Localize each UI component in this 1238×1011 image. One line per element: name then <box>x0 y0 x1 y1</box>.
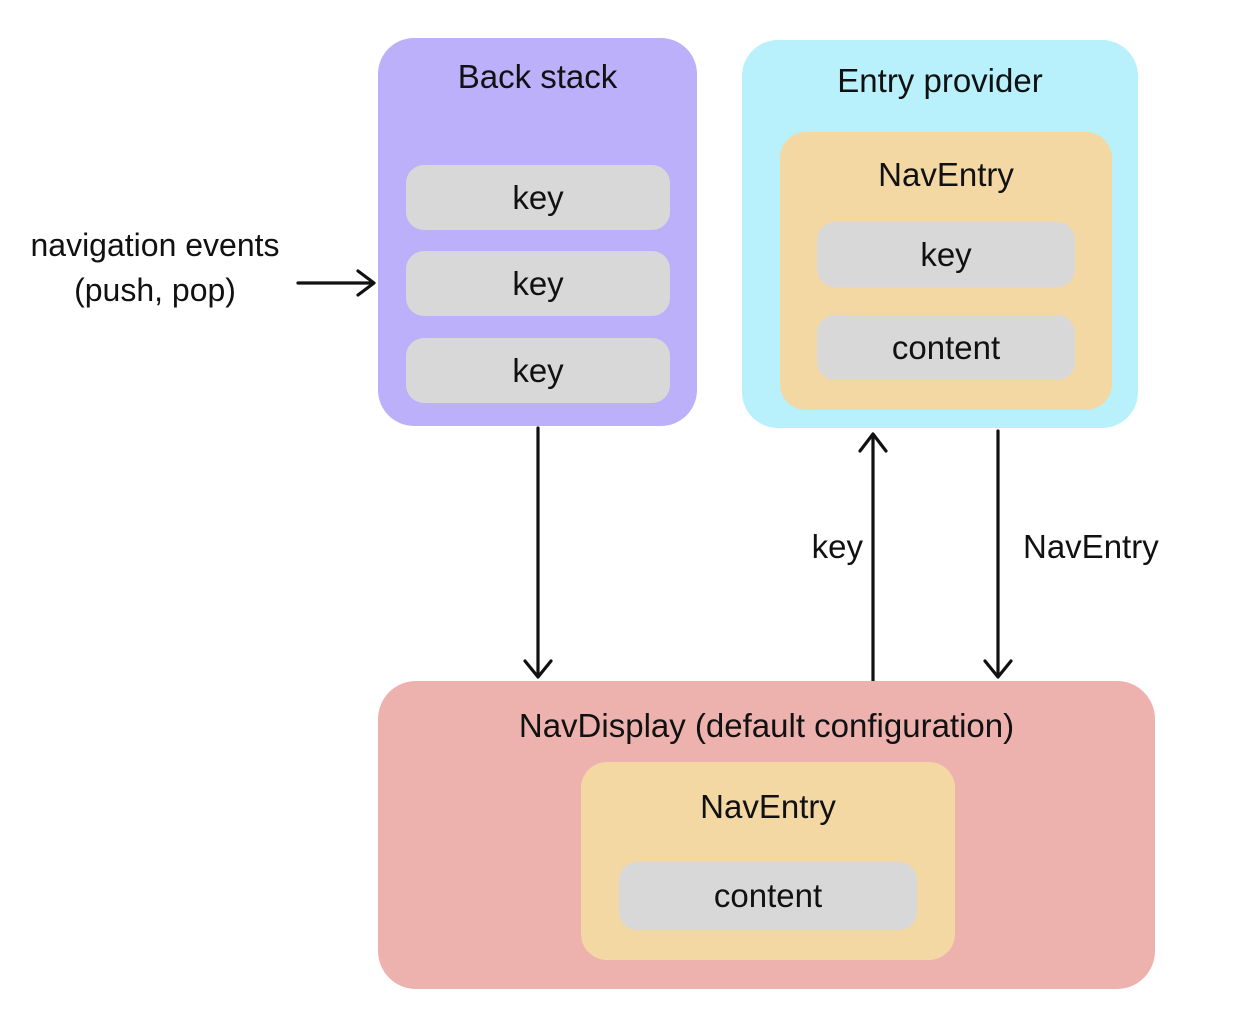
backstack-to-navdisplay-arrow <box>523 426 553 679</box>
back-stack-box: Back stack key key key <box>378 38 697 426</box>
entry-provider-naventry-box: NavEntry key content <box>780 132 1112 410</box>
entry-provider-naventry-title: NavEntry <box>878 156 1014 193</box>
back-stack-key-pill: key <box>406 165 670 230</box>
entry-provider-content-pill: content <box>817 315 1075 380</box>
key-arrow-label: key <box>811 528 863 565</box>
entry-provider-key-pill: key <box>817 222 1075 287</box>
nav-display-content-pill: content <box>619 862 917 930</box>
navigation-events-label: navigation events (push, pop) <box>2 223 308 313</box>
naventry-down-arrow <box>983 429 1013 679</box>
navigation-events-line1: navigation events <box>30 227 280 263</box>
navigation-events-line2: (push, pop) <box>74 272 236 308</box>
nav-display-box: NavDisplay (default configuration) NavEn… <box>378 681 1155 989</box>
entry-provider-box: Entry provider NavEntry key content <box>742 40 1138 428</box>
key-up-arrow <box>858 432 888 683</box>
push-pop-arrow <box>296 269 376 297</box>
back-stack-key-pill: key <box>406 251 670 316</box>
nav-display-naventry-box: NavEntry content <box>581 762 955 960</box>
back-stack-key-pill: key <box>406 338 670 403</box>
nav-display-naventry-title: NavEntry <box>700 788 836 825</box>
nav-display-title: NavDisplay (default configuration) <box>518 707 1015 744</box>
entry-provider-title: Entry provider <box>837 62 1043 99</box>
naventry-arrow-label: NavEntry <box>1023 528 1159 565</box>
back-stack-title: Back stack <box>457 58 618 95</box>
